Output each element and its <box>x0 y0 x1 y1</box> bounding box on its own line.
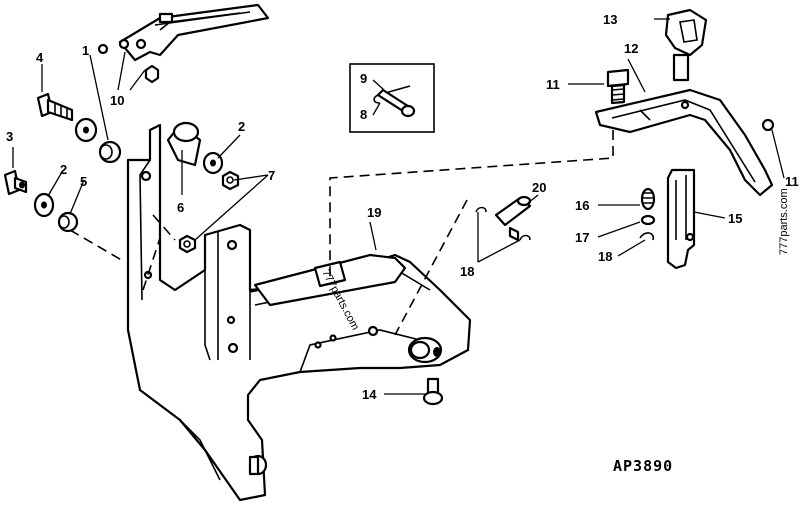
callout-17: 17 <box>575 230 589 245</box>
callout-18-right: 18 <box>598 249 612 264</box>
bolt-14 <box>422 377 444 406</box>
callout-19: 19 <box>367 205 381 220</box>
callout-9: 9 <box>360 71 367 86</box>
callout-11-top: 11 <box>546 77 560 92</box>
callout-10: 10 <box>110 93 124 108</box>
callout-16: 16 <box>575 198 589 213</box>
inset-pin-box <box>349 63 435 133</box>
callout-18-center: 18 <box>460 264 474 279</box>
leader-lines <box>12 18 785 395</box>
callout-8: 8 <box>360 107 367 122</box>
main-frame <box>126 123 472 502</box>
callout-14: 14 <box>362 387 377 402</box>
callout-6: 6 <box>177 200 184 215</box>
callout-4: 4 <box>36 50 44 65</box>
upper-bracket <box>97 3 270 84</box>
lever-assembly <box>594 8 775 197</box>
callout-2-right: 2 <box>238 119 245 134</box>
callout-5: 5 <box>80 174 87 189</box>
callout-3: 3 <box>6 129 13 144</box>
callout-12: 12 <box>624 41 638 56</box>
latch-assembly <box>639 168 696 270</box>
left-hardware <box>3 92 240 254</box>
callout-2-left: 2 <box>60 162 67 177</box>
alignment-lines <box>69 130 614 336</box>
callout-15: 15 <box>728 211 742 226</box>
callout-20: 20 <box>532 180 546 195</box>
pin-assembly <box>475 195 532 242</box>
callout-1: 1 <box>82 43 89 58</box>
callout-7: 7 <box>268 168 275 183</box>
callout-13: 13 <box>603 12 617 27</box>
watermark-right: 777parts.com <box>778 188 790 255</box>
callout-11-right: 11 <box>785 174 799 189</box>
drawing-code: AP3890 <box>613 457 673 475</box>
